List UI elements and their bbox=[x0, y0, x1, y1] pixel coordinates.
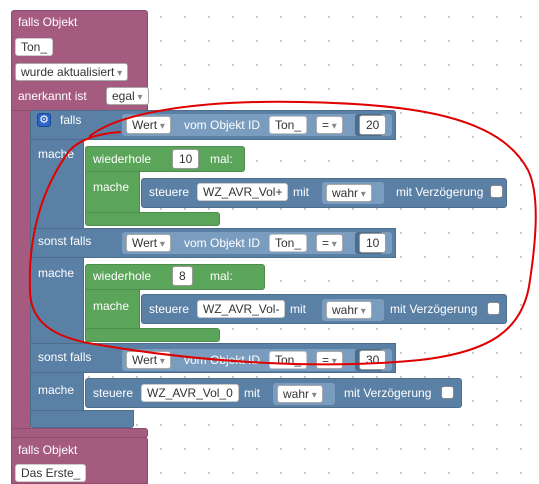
action-1-target-field[interactable]: WZ_AVR_Vol+ bbox=[197, 183, 289, 201]
action-3-value-dropdown[interactable]: wahr bbox=[277, 385, 323, 403]
condition-2-property-dropdown[interactable]: Wert bbox=[126, 234, 171, 252]
condition-3-value-input[interactable]: 30 bbox=[359, 350, 387, 370]
action-1-delay-label: mit Verzögerung bbox=[396, 185, 484, 199]
action-2-label: steuere bbox=[149, 302, 190, 316]
action-2-delay-label: mit Verzögerung bbox=[390, 302, 478, 316]
condition-2-value-input[interactable]: 10 bbox=[359, 233, 387, 253]
condition-1-value-input[interactable]: 20 bbox=[359, 115, 387, 135]
action-3-mit-label: mit bbox=[244, 386, 260, 400]
condition-2-operator-dropdown[interactable]: = bbox=[316, 234, 343, 252]
action-1-delay-checkbox[interactable] bbox=[490, 185, 503, 198]
action-1-mit-label: mit bbox=[293, 185, 309, 199]
gear-icon[interactable]: ⚙ bbox=[37, 113, 51, 127]
repeat-2-count-input[interactable]: 8 bbox=[172, 266, 193, 286]
if-mache-label-3: mache bbox=[38, 383, 75, 397]
action-2-target-field[interactable]: WZ_AVR_Vol- bbox=[197, 300, 286, 318]
event1-trigger-dropdown[interactable]: wurde aktualisiert bbox=[15, 63, 129, 81]
action-2-value-dropdown[interactable]: wahr bbox=[326, 301, 372, 319]
event1-anerkannt-dropdown[interactable]: egal bbox=[106, 87, 149, 105]
repeat-2-mal-label: mal: bbox=[210, 269, 233, 283]
action-2-delay-checkbox[interactable] bbox=[487, 302, 500, 315]
repeat-1-mal-label: mal: bbox=[210, 152, 233, 166]
condition-3-of-label: vom Objekt ID bbox=[184, 353, 261, 367]
event2-label: falls Objekt bbox=[18, 443, 78, 457]
condition-2-of-label: vom Objekt ID bbox=[184, 236, 261, 250]
if-sonst-falls-label-2: sonst falls bbox=[38, 350, 92, 364]
repeat-block-1-footer bbox=[85, 212, 220, 226]
event1-label: falls Objekt bbox=[18, 15, 78, 29]
action-3-delay-checkbox[interactable] bbox=[441, 386, 454, 399]
event1-object-id-field[interactable]: Ton_ bbox=[15, 38, 54, 56]
if-block-bottom bbox=[30, 410, 134, 428]
condition-3-operator-dropdown[interactable]: = bbox=[316, 351, 343, 369]
repeat-block-2-footer bbox=[85, 328, 220, 342]
if-falls-label: falls bbox=[60, 113, 82, 127]
repeat-1-count-input[interactable]: 10 bbox=[172, 149, 200, 169]
repeat-1-mache-label: mache bbox=[93, 180, 130, 194]
condition-1-operator-dropdown[interactable]: = bbox=[316, 116, 343, 134]
action-3-delay-label: mit Verzögerung bbox=[344, 386, 432, 400]
event-block-left-arm bbox=[11, 110, 31, 440]
if-mache-label-1: mache bbox=[38, 147, 75, 161]
action-1-value-dropdown[interactable]: wahr bbox=[326, 184, 372, 202]
if-sonst-falls-label-1: sonst falls bbox=[38, 234, 92, 248]
condition-3-object-field[interactable]: Ton_ bbox=[269, 351, 308, 369]
condition-1-property-dropdown[interactable]: Wert bbox=[126, 116, 171, 134]
event1-anerkannt-label: anerkannt ist bbox=[18, 89, 87, 103]
condition-3-property-dropdown[interactable]: Wert bbox=[126, 351, 171, 369]
repeat-2-label: wiederhole bbox=[93, 269, 152, 283]
condition-1-of-label: vom Objekt ID bbox=[184, 118, 261, 132]
action-1-label: steuere bbox=[149, 185, 190, 199]
action-3-target-field[interactable]: WZ_AVR_Vol_0 bbox=[141, 384, 239, 402]
repeat-1-label: wiederhole bbox=[93, 152, 152, 166]
action-3-label: steuere bbox=[93, 386, 134, 400]
action-2-mit-label: mit bbox=[290, 302, 306, 316]
repeat-2-mache-label: mache bbox=[93, 299, 130, 313]
condition-2-object-field[interactable]: Ton_ bbox=[269, 234, 308, 252]
event2-object-id-field[interactable]: Das Erste_ bbox=[15, 464, 87, 482]
if-mache-label-2: mache bbox=[38, 266, 75, 280]
condition-1-object-field[interactable]: Ton_ bbox=[269, 116, 308, 134]
